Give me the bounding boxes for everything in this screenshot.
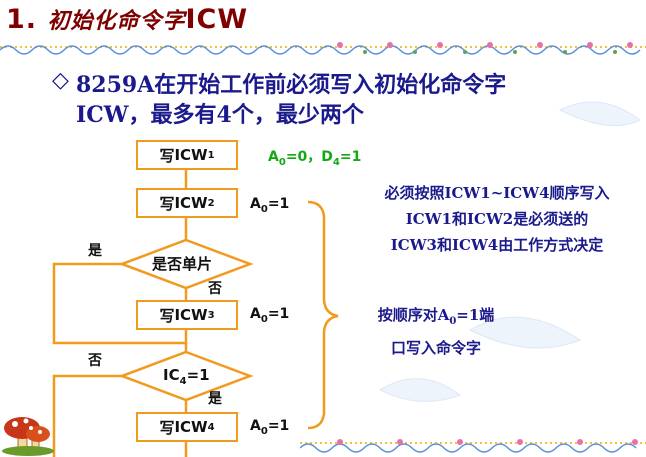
decision-single-chip-label: 是否单片 xyxy=(152,253,212,274)
a0-4-eq: =1 xyxy=(268,418,289,434)
right-brace xyxy=(308,202,338,428)
note-line-5: 口写入命令字 xyxy=(346,335,526,361)
box4-sub: 4 xyxy=(208,422,215,433)
label-a0-icw2: A0=1 xyxy=(250,196,289,215)
label-no-1: 否 xyxy=(208,278,222,298)
note-line-2: ICW1和ICW2是必须送的 xyxy=(352,206,642,232)
mushroom-icon xyxy=(0,404,56,456)
box1-write: 写 xyxy=(159,145,174,166)
a0-2-sub: 0 xyxy=(261,204,268,215)
box3-write: 写 xyxy=(159,305,174,326)
note-port: 按顺序对A0=1端 口写入命令字 xyxy=(346,302,526,361)
note-line-4: 按顺序对A0=1端 xyxy=(346,302,526,335)
ic4-prefix: IC xyxy=(163,366,180,384)
box4-icw: ICW xyxy=(174,418,207,436)
note-line-1: 必须按照ICW1~ICW4顺序写入 xyxy=(352,180,642,206)
a0d4-a: A xyxy=(268,149,279,165)
note4-b: =1端 xyxy=(456,306,494,324)
box2-icw: ICW xyxy=(174,194,207,212)
label-a0-icw3: A0=1 xyxy=(250,306,289,325)
a0-4-sub: 0 xyxy=(261,426,268,437)
a0-3-eq: =1 xyxy=(268,306,289,322)
a0d4-sub4: 4 xyxy=(333,157,340,168)
label-yes-1: 是 xyxy=(88,240,102,260)
a0-4-a: A xyxy=(250,418,261,434)
a0-2-a: A xyxy=(250,196,261,212)
label-a0-d4: A0=0，D4=1 xyxy=(268,146,361,168)
a0-2-eq: =1 xyxy=(268,196,289,212)
ic4-suffix: =1 xyxy=(187,366,210,384)
no-bypass-path xyxy=(54,376,122,457)
box2-write: 写 xyxy=(159,193,174,214)
box1-sub: 1 xyxy=(208,150,215,161)
decision-ic4-label: IC4=1 xyxy=(163,366,210,387)
label-yes-2: 是 xyxy=(208,388,222,408)
label-a0-icw4: A0=1 xyxy=(250,418,289,437)
note4-a: 按顺序对A xyxy=(378,306,450,324)
a0-3-sub: 0 xyxy=(261,314,268,325)
box2-sub: 2 xyxy=(208,198,215,209)
a0d4-sub0: 0 xyxy=(279,157,286,168)
a0d4-mid: =0，D xyxy=(286,149,333,165)
a0d4-end: =1 xyxy=(340,149,361,165)
note-line-3: ICW3和ICW4由工作方式决定 xyxy=(352,232,642,258)
ic4-sub: 4 xyxy=(180,376,187,387)
box3-icw: ICW xyxy=(174,306,207,324)
box1-icw: ICW xyxy=(174,146,207,164)
box3-sub: 3 xyxy=(208,310,215,321)
label-no-2: 否 xyxy=(88,350,102,370)
a0-3-a: A xyxy=(250,306,261,322)
box4-write: 写 xyxy=(159,417,174,438)
note-order: 必须按照ICW1~ICW4顺序写入 ICW1和ICW2是必须送的 ICW3和IC… xyxy=(352,180,642,258)
